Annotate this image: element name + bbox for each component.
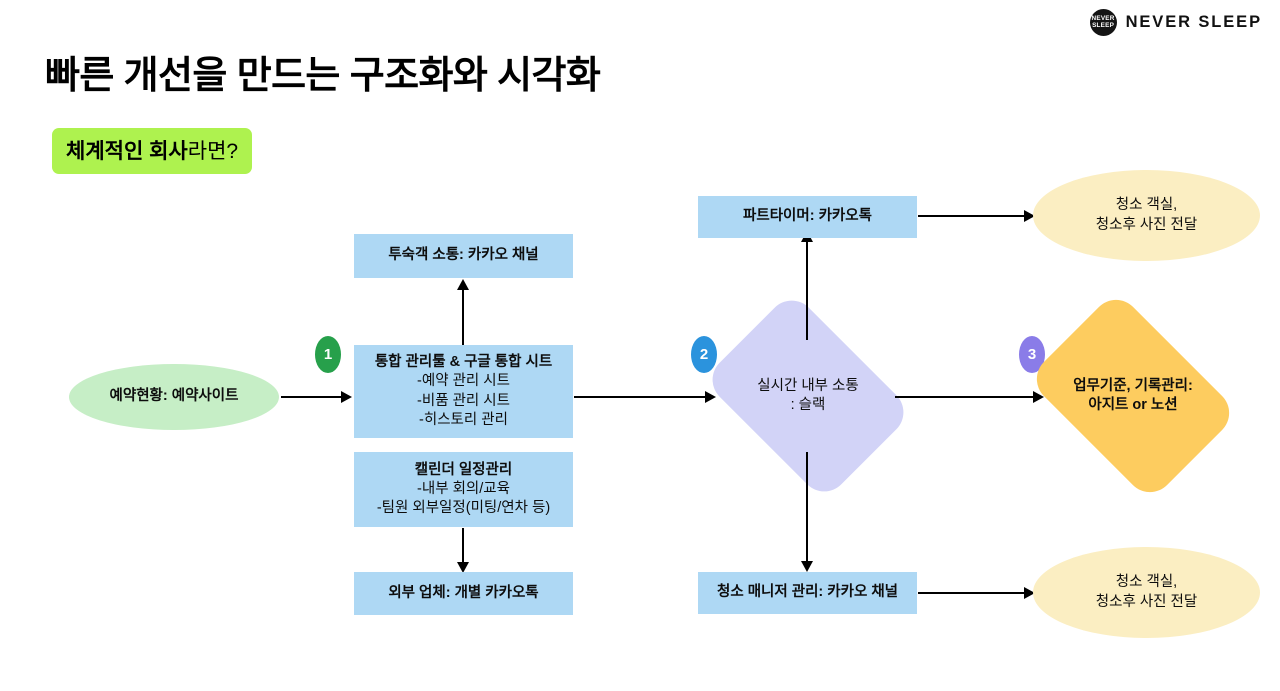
arrowhead-realtime-to-standards [1033,391,1044,403]
step-badge-1: 1 [315,336,341,373]
realtime-diamond-line-2: : 슬랙 [790,397,826,413]
standards-diamond-label: 업무기준, 기록관리: 아지트 or 노션 [1046,333,1220,459]
step-badge-2-number: 2 [699,346,709,363]
node-parttimer-label: 파트타이머: 카카오톡 [743,208,872,225]
standards-diamond-line-1: 업무기준, 기록관리: [1073,377,1193,394]
node-outcome-top-line-1: 청소 객실, [1115,197,1178,214]
node-integrated-tool-title: 통합 관리툴 & 구글 통합 시트 [374,354,553,371]
node-start-reservation[interactable]: 예약현황: 예약사이트 [69,364,279,430]
node-integrated-tool-line-1: -예약 관리 시트 [417,373,510,390]
arrowhead-realtime-to-cleaning-manager [801,561,813,572]
connector-realtime-to-cleaning-manager [806,452,809,562]
connector-tool-to-guest-channel [462,289,465,345]
node-realtime-communication[interactable]: 실시간 내부 소통 : 슬랙 [702,290,914,502]
page-title: 빠른 개선을 만드는 구조화와 시각화 [45,55,601,97]
node-guest-channel-label: 투숙객 소통: 카카오 채널 [388,247,539,264]
brand-wordmark: NEVER SLEEP [1125,13,1262,31]
brand-logo: NEVER SLEEP NEVER SLEEP [1089,9,1262,36]
node-external-vendor-label: 외부 업체: 개별 카카오톡 [388,584,539,601]
node-integrated-tool-line-2: -비품 관리 시트 [417,392,510,409]
node-outcome-bottom[interactable]: 청소 객실, 청소후 사진 전달 [1033,547,1260,638]
connector-realtime-to-parttimer [806,240,809,340]
node-calendar-title: 캘린더 일정관리 [414,461,513,478]
step-badge-1-number: 1 [323,346,333,363]
node-calendar-line-2: -팀원 외부일정(미팅/연차 등) [376,500,551,517]
node-outcome-bottom-line-1: 청소 객실, [1115,574,1178,591]
realtime-diamond-line-1: 실시간 내부 소통 [757,377,859,394]
connector-tool-to-realtime [574,396,708,399]
step-badge-3-number: 3 [1027,346,1037,363]
node-start-label: 예약현황: 예약사이트 [109,388,239,405]
arrowhead-cleaning-manager-to-outcome-bottom [1024,587,1035,599]
node-outcome-top-line-2: 청소후 사진 전달 [1095,216,1198,233]
node-cleaning-manager[interactable]: 청소 매니저 관리: 카카오 채널 [698,572,917,614]
connector-start-to-tool [281,396,343,399]
subtitle-highlight: 체계적인 회사라면? [52,128,253,174]
arrowhead-parttimer-to-outcome-top [1024,210,1035,222]
connector-cleaning-manager-to-outcome-bottom [918,592,1028,595]
realtime-diamond-label: 실시간 내부 소통 : 슬랙 [722,333,894,459]
node-integrated-tool-line-3: -히스토리 관리 [419,411,508,428]
node-integrated-tool[interactable]: 통합 관리툴 & 구글 통합 시트 -예약 관리 시트 -비품 관리 시트 -히… [354,345,573,438]
subtitle-strong-text: 체계적인 회사 [66,140,188,163]
never-sleep-badge-icon: NEVER SLEEP [1089,9,1117,36]
node-calendar[interactable]: 캘린더 일정관리 -내부 회의/교육 -팀원 외부일정(미팅/연차 등) [354,452,573,527]
node-calendar-line-1: -내부 회의/교육 [417,480,510,497]
arrowhead-start-to-tool [341,391,352,403]
logo-badge-line1: NEVER [1091,14,1115,22]
node-outcome-top[interactable]: 청소 객실, 청소후 사진 전달 [1033,170,1260,261]
step-badge-2: 2 [691,336,717,373]
standards-diamond-line-2: 아지트 or 노션 [1088,397,1178,413]
node-standards-records[interactable]: 업무기준, 기록관리: 아지트 or 노션 [1026,289,1240,503]
node-guest-channel[interactable]: 투숙객 소통: 카카오 채널 [354,234,573,278]
node-external-vendor[interactable]: 외부 업체: 개별 카카오톡 [354,572,573,615]
logo-badge-line2: SLEEP [1092,21,1115,29]
node-cleaning-manager-label: 청소 매니저 관리: 카카오 채널 [716,584,899,601]
arrowhead-tool-to-guest-channel [457,279,469,290]
arrowhead-calendar-to-vendor [457,562,469,573]
connector-parttimer-to-outcome-top [918,215,1028,218]
node-parttimer[interactable]: 파트타이머: 카카오톡 [698,196,917,238]
connector-calendar-to-vendor [462,528,465,563]
node-outcome-bottom-line-2: 청소후 사진 전달 [1095,593,1198,610]
arrowhead-tool-to-realtime [705,391,716,403]
subtitle-light-text: 라면? [187,140,239,163]
connector-realtime-to-standards [895,396,1037,399]
